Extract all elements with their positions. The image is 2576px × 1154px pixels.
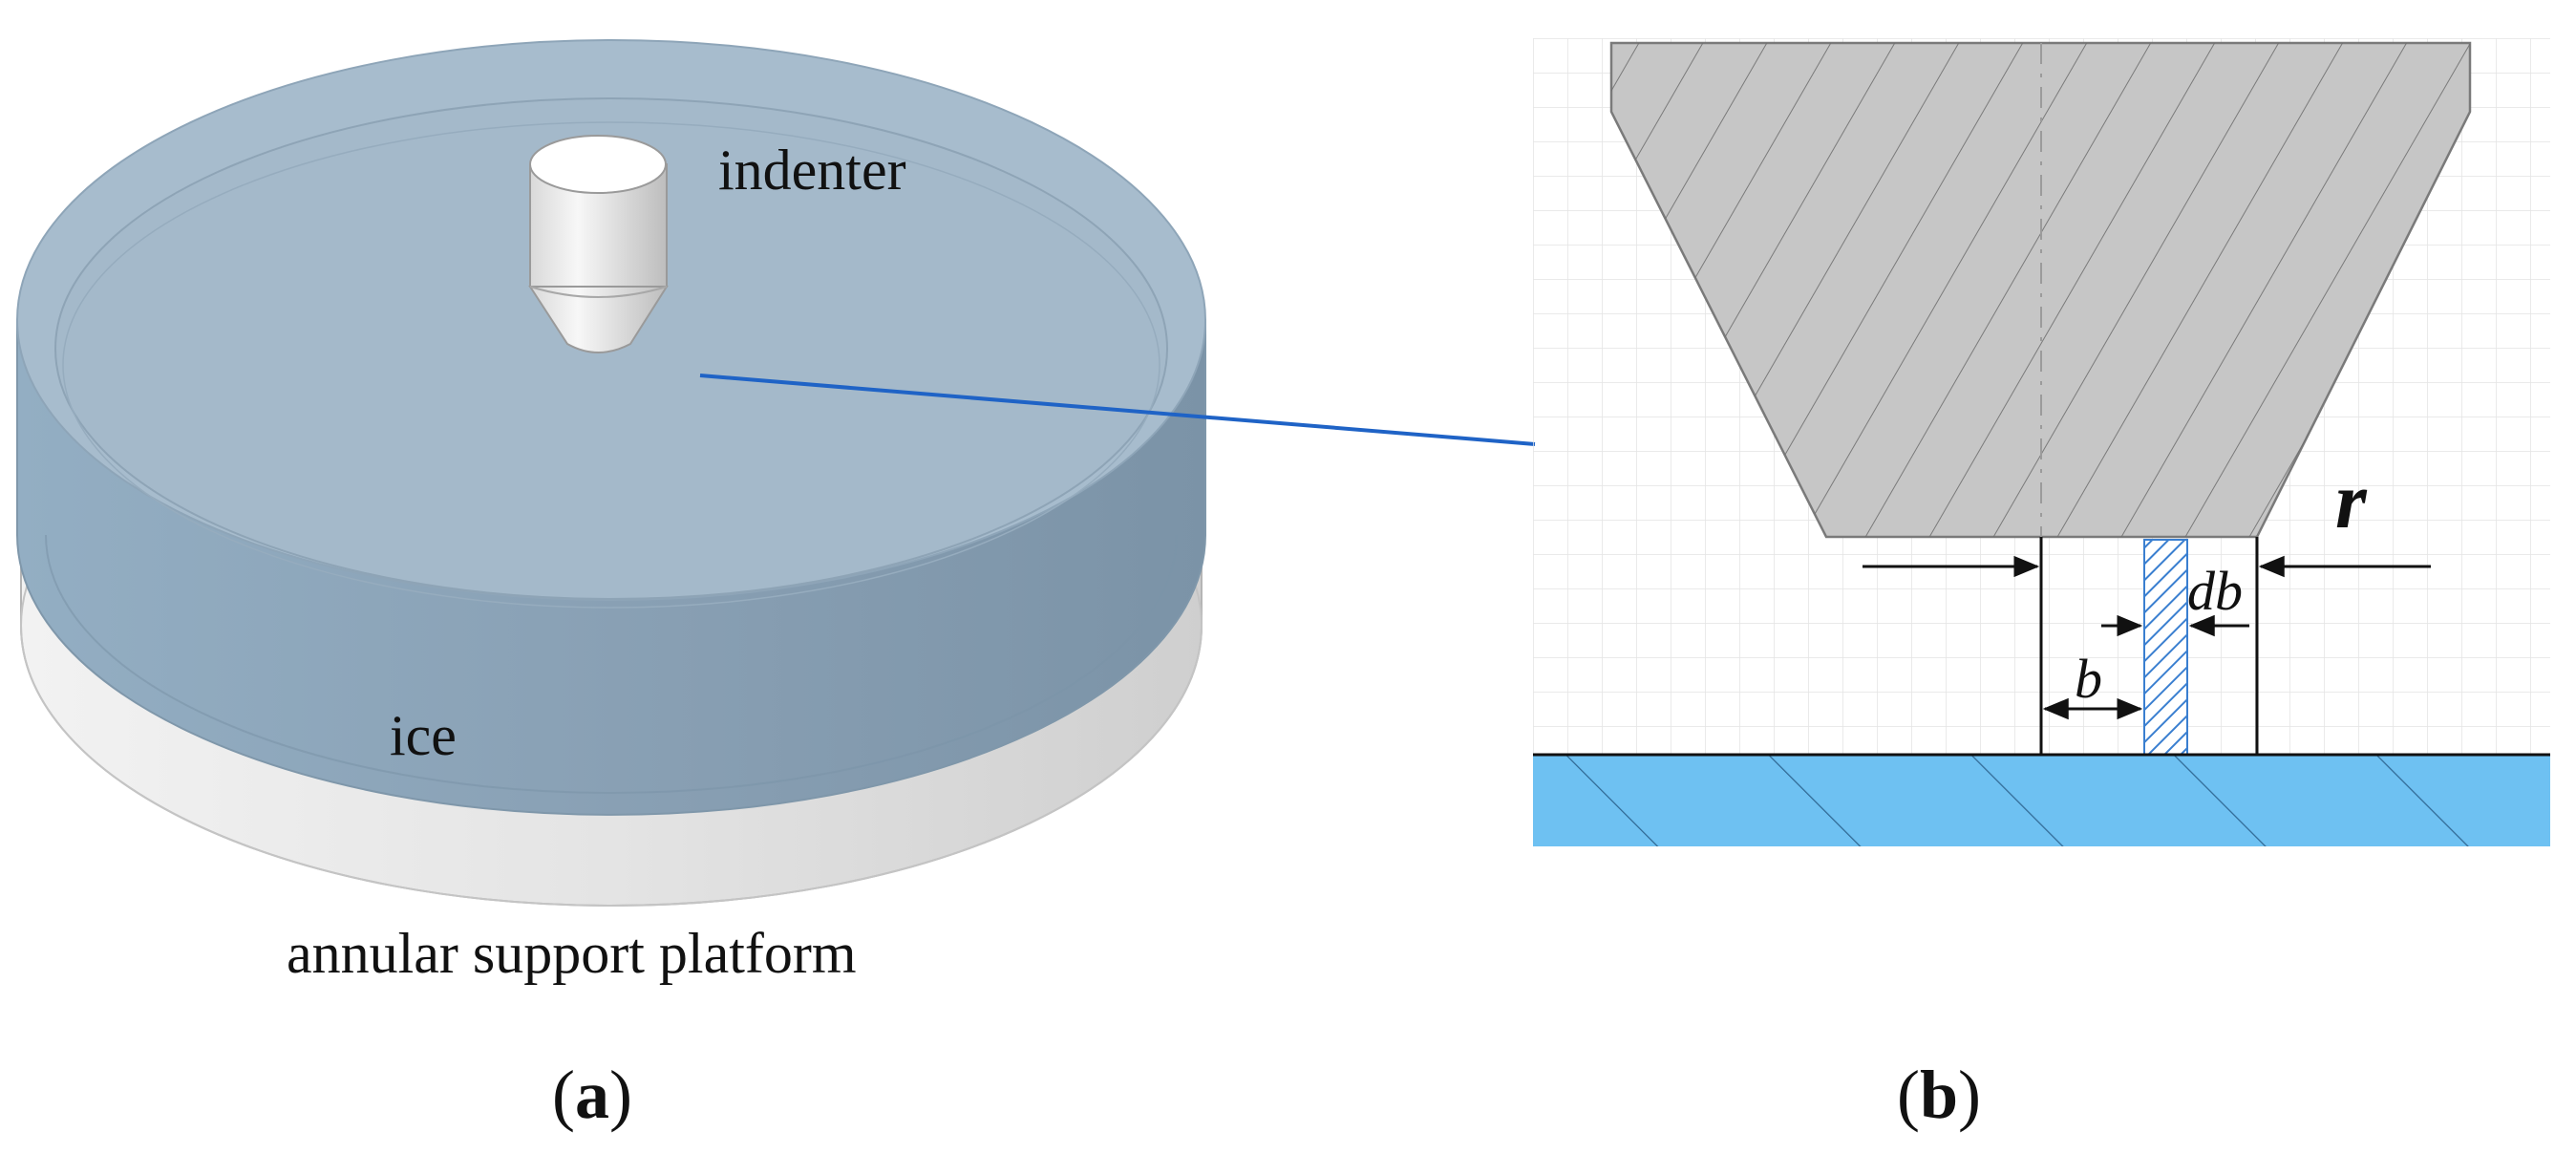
label-indenter: indenter (718, 139, 906, 202)
label-r: r (2335, 457, 2368, 545)
panel-a-disk-illustration: indenter ice annular support platform (16, 39, 1206, 985)
indenter-section (1609, 41, 2472, 539)
label-db: db (2187, 560, 2243, 622)
caption-b: (b) (1897, 1057, 1981, 1133)
label-b: b (2075, 648, 2102, 710)
base-block (1533, 753, 2550, 846)
indenter-shape (528, 135, 669, 353)
zoom-connector-line (699, 374, 1536, 446)
label-ice: ice (390, 704, 457, 767)
label-annular-support-platform: annular support platform (287, 922, 857, 985)
panel-b-cross-section: r db b (1533, 38, 2550, 846)
caption-a: (a) (552, 1057, 632, 1133)
